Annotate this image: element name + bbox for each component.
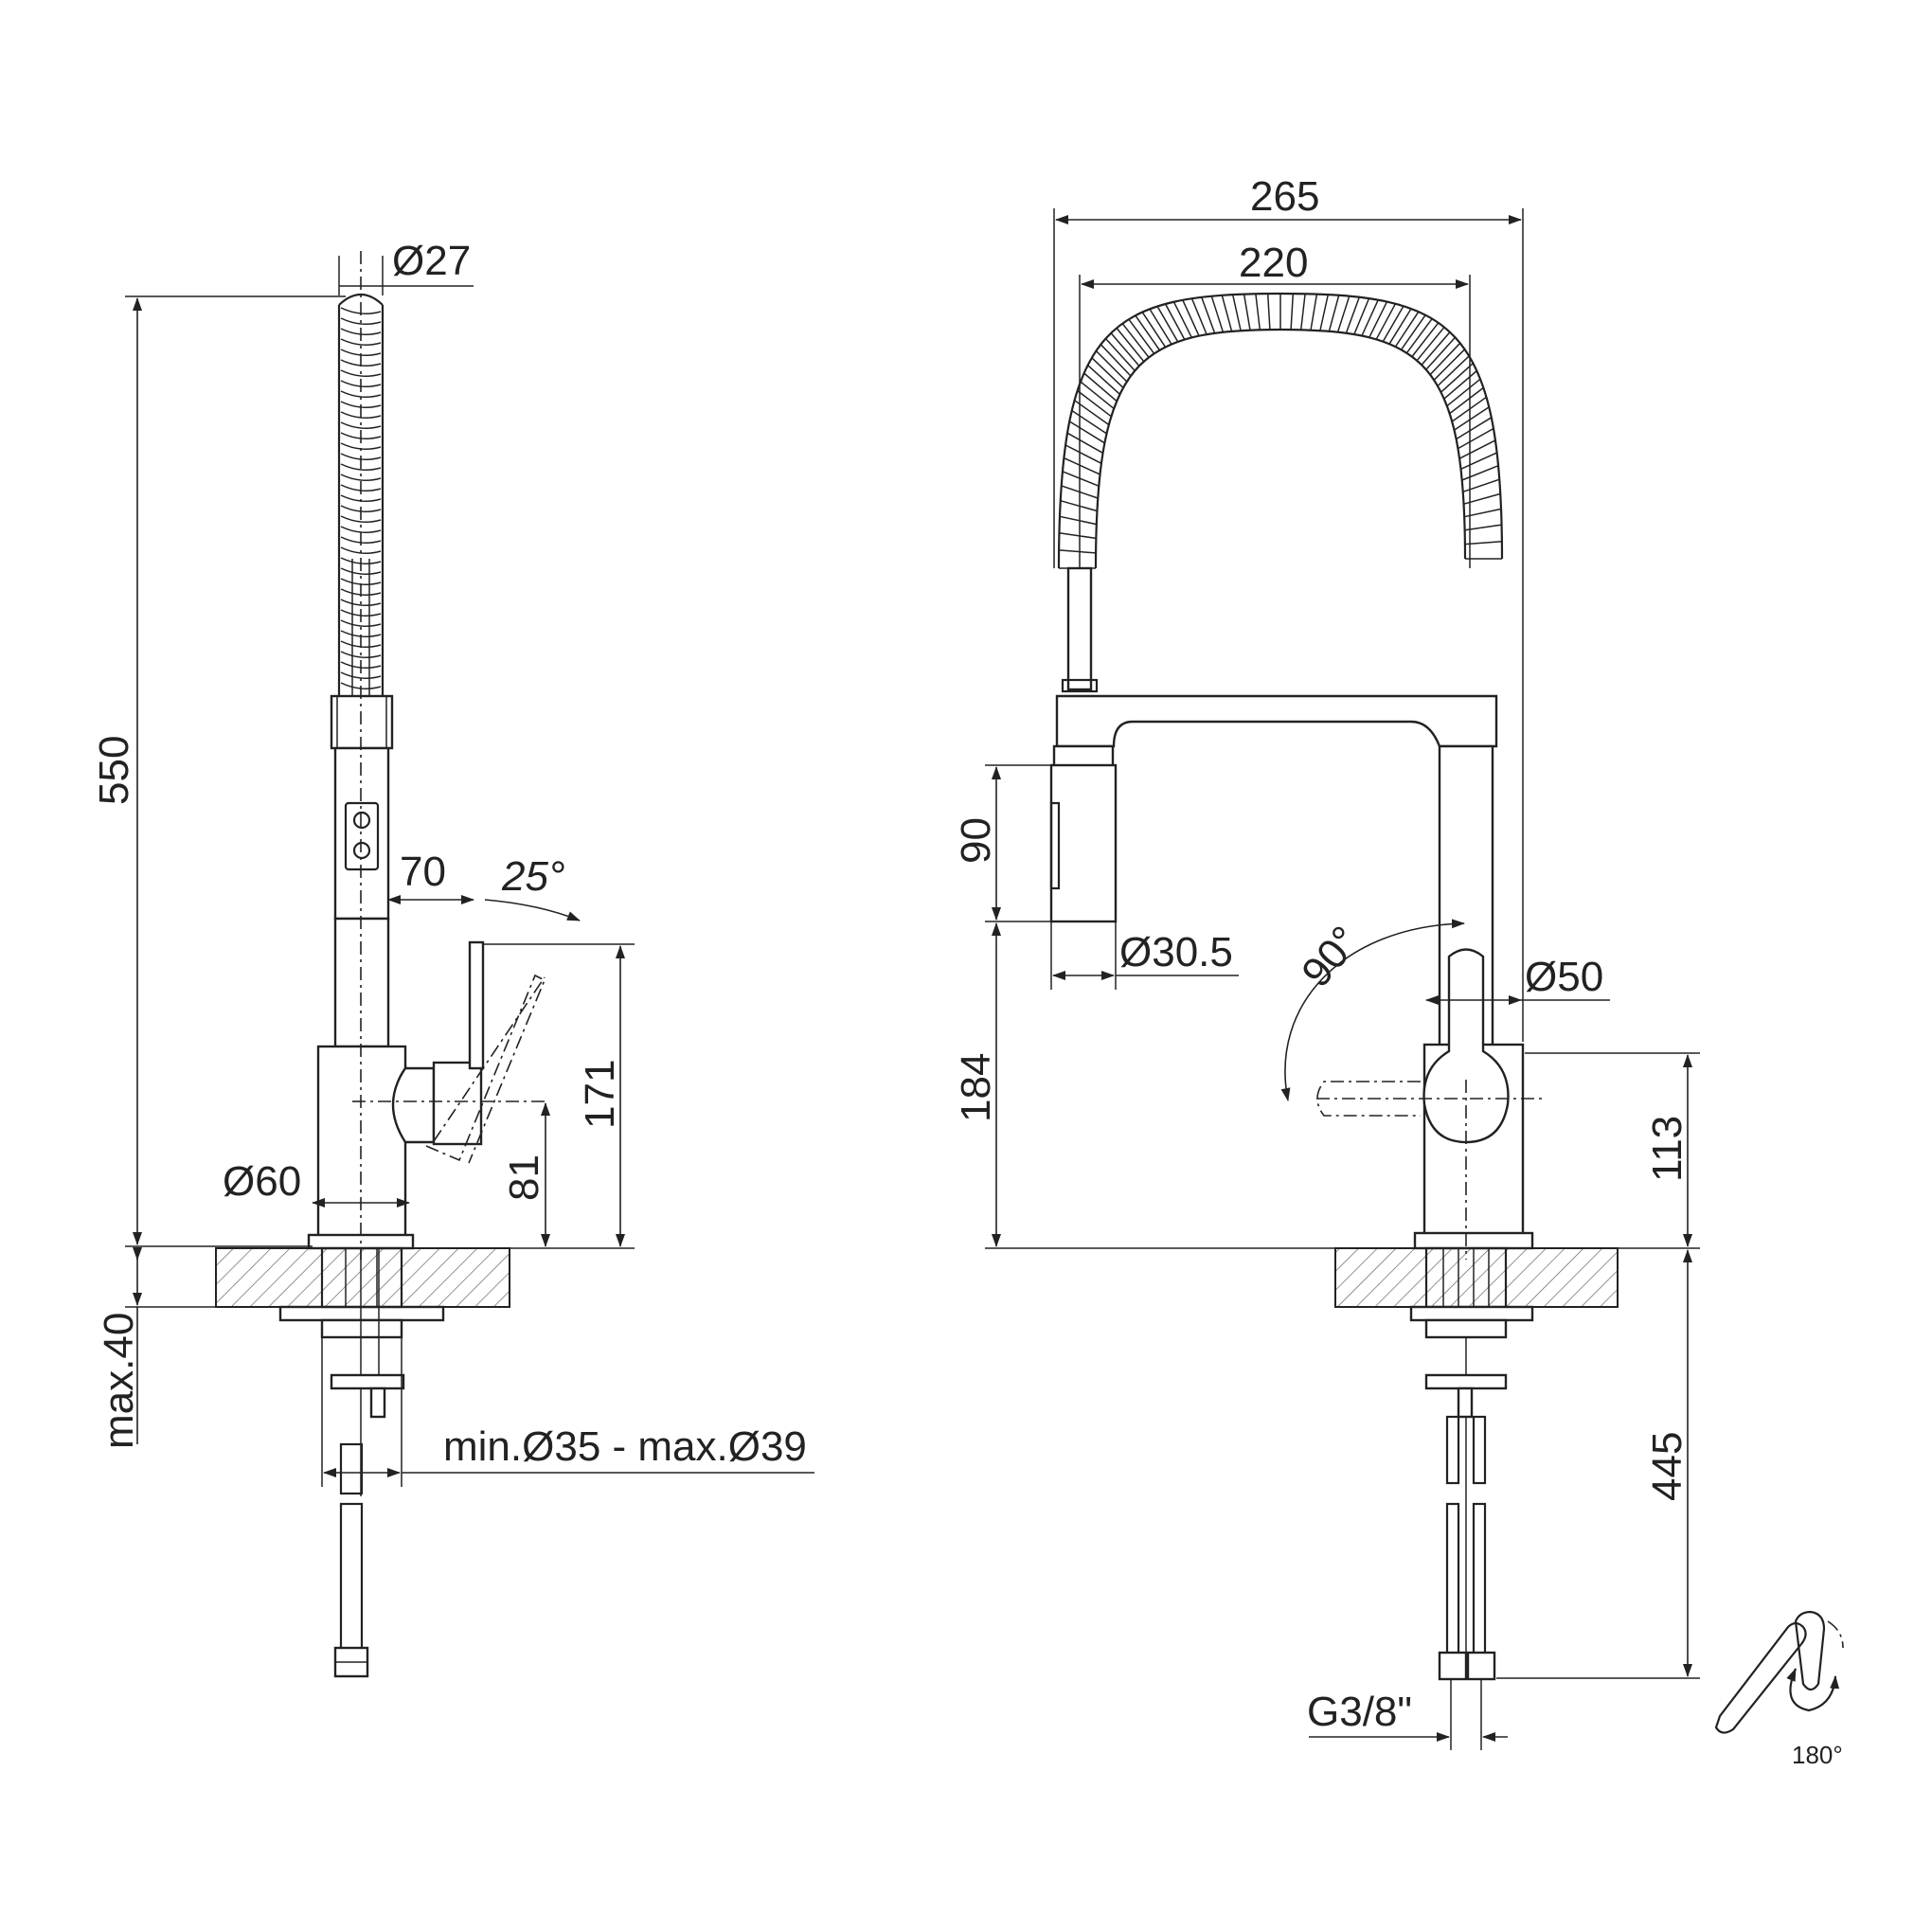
rotation-180-icon: 180°	[1714, 1610, 1844, 1769]
front-view: 265 220 90 Ø30.5 90° Ø50 184 113	[953, 173, 1844, 1769]
dim-height-445: 445	[1644, 1432, 1690, 1501]
dim-height-90: 90	[953, 817, 999, 864]
dim-diameter-60: Ø60	[223, 1158, 301, 1205]
dim-height-81: 81	[501, 1154, 547, 1201]
dim-height-550: 550	[91, 736, 137, 805]
dim-width-220: 220	[1239, 240, 1308, 286]
dim-lever-70: 70	[400, 849, 446, 895]
dim-diameter-27: Ø27	[392, 238, 471, 284]
dim-mounting-hole: min.Ø35 - max.Ø39	[443, 1423, 807, 1470]
countertop-section-left	[215, 1247, 510, 1308]
dim-height-171: 171	[577, 1060, 623, 1129]
dim-diameter-50: Ø50	[1525, 954, 1603, 1000]
dim-angle-25: 25°	[501, 853, 565, 900]
dim-height-113: 113	[1644, 1116, 1690, 1182]
countertop-section-right	[1334, 1247, 1619, 1308]
dim-diameter-30-5: Ø30.5	[1119, 929, 1233, 975]
dim-thread-g3-8: G3/8"	[1307, 1689, 1412, 1735]
dim-angle-90: 90°	[1293, 918, 1368, 995]
dim-height-184: 184	[953, 1053, 999, 1122]
side-view: Ø27 550 70 25° 171 81 Ø60 max.40	[91, 238, 814, 1678]
dim-width-265: 265	[1250, 173, 1319, 220]
label-180-degree: 180°	[1792, 1741, 1843, 1769]
dim-max-40: max.40	[96, 1313, 142, 1449]
spring-coil-front	[1057, 292, 1504, 569]
